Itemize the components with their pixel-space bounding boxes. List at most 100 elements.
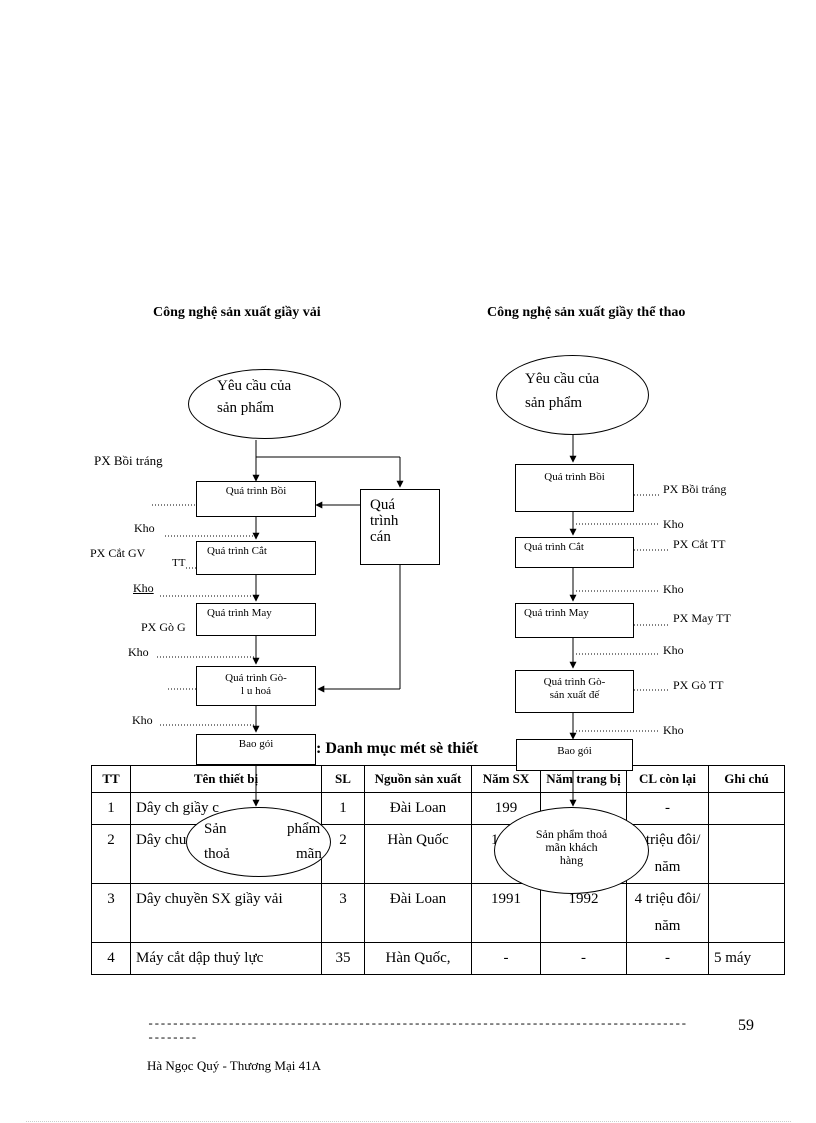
cell: 4 (91, 942, 131, 975)
left-end-word-4: mãn (296, 846, 322, 862)
right-start-line-2: sản phẩm (525, 395, 583, 411)
cell: 1991 (471, 883, 541, 943)
cell: - (626, 792, 709, 825)
cell: 5 máy (708, 942, 785, 975)
right-step-bao-goi-label: Bao gói (557, 745, 592, 757)
right-end-ellipse: Sản phẩm thoả mãn khách hàng (494, 807, 649, 894)
left-step-may: Quá trình May (196, 603, 316, 636)
right-label-kho-3: Kho (663, 643, 684, 657)
right-step-go-line-2: sản xuất đế (549, 689, 600, 701)
cell: 4 triệu đôi/ năm (626, 883, 709, 943)
right-start-ellipse: Yêu cầu của sản phẩm (496, 355, 649, 435)
page-number: 59 (738, 1017, 754, 1034)
right-end-line-2: mãn khách (545, 840, 598, 854)
right-label-px-go-tt: PX Gò TT (673, 678, 724, 692)
left-label-px-go-g: PX Gò G (141, 620, 186, 634)
left-label-kho-3: Kho (128, 645, 149, 659)
cell (708, 792, 785, 825)
left-step-boi: Quá trình Bồi (196, 481, 316, 517)
right-step-go: Quá trình Gò- sản xuất đế (515, 670, 634, 713)
footer-separator-line-1: ----------------------------------------… (147, 1017, 688, 1031)
footer-separator: ----------------------------------------… (147, 1017, 688, 1045)
right-step-may-label: Quá trình May (524, 607, 589, 619)
left-start-ellipse: Yêu cầu của sản phẩm (188, 369, 341, 439)
side-process-line-1: Quá (370, 497, 395, 513)
left-step-cat-label: Quá trình Cắt (207, 545, 267, 557)
header-ten-thiet-bi: Tên thiết bị (130, 765, 322, 793)
left-step-may-label: Quá trình May (207, 607, 272, 619)
right-label-px-cat-tt: PX Cắt TT (673, 537, 726, 551)
right-label-kho-4: Kho (663, 723, 684, 737)
left-step-go: Quá trình Gò- l u hoá (196, 666, 316, 706)
page-bottom-rule (26, 1121, 791, 1122)
cell: 1 (91, 792, 131, 825)
cell: 35 (321, 942, 365, 975)
cell: Đài Loan (364, 792, 472, 825)
table-header-row: TT Tên thiết bị SL Nguồn sản xuất Năm SX… (91, 765, 785, 793)
footer-separator-line-2: -------- (147, 1031, 198, 1045)
right-label-kho-1: Kho (663, 517, 684, 531)
left-step-bao-goi: Bao gói (196, 734, 316, 765)
left-step-bao-goi-label: Bao gói (238, 738, 274, 750)
side-process-line-3: cán (370, 529, 391, 545)
left-label-kho-4: Kho (132, 713, 153, 727)
right-step-go-line-1: Quá trình Gò- (543, 676, 606, 688)
left-label-px-cat-gv: PX Cắt GV (90, 546, 146, 560)
right-label-px-may-tt: PX May TT (673, 611, 731, 625)
cell: Hàn Quốc (364, 824, 472, 884)
right-step-boi-label: Quá trình Bồi (544, 471, 605, 483)
right-end-line-1: Sản phẩm thoả (535, 827, 608, 841)
cell: Dây chuyền SX giầy vải (130, 883, 322, 943)
right-label-kho-2: Kho (663, 582, 684, 596)
cell: - (540, 942, 627, 975)
header-ghi-chu: Ghi chú (708, 765, 785, 793)
left-step-go-line-2: l u hoá (241, 685, 271, 697)
left-flowchart-title: Công nghệ sản xuất giầy vải (153, 305, 321, 320)
right-step-cat-label: Quá trình Cắt (524, 541, 584, 553)
left-step-boi-label: Quá trình Bồi (225, 485, 287, 497)
right-end-line-3: hàng (559, 853, 584, 867)
cell: - (626, 942, 709, 975)
equipment-table: TT Tên thiết bị SL Nguồn sản xuất Năm SX… (91, 765, 785, 975)
left-step-cat: Quá trình Cắt (196, 541, 316, 575)
header-nguon-san-xuat: Nguồn sản xuất (364, 765, 472, 793)
right-step-may: Quá trình May (515, 603, 634, 638)
table-caption: : Danh mục mét sè thiết (316, 740, 479, 758)
right-step-boi: Quá trình Bồi (515, 464, 634, 512)
header-tt: TT (91, 765, 131, 793)
left-start-line-2: sản phẩm (217, 400, 275, 416)
cell: Đài Loan (364, 883, 472, 943)
cell: Máy cắt dập thuỷ lực (130, 942, 322, 975)
header-cl-con-lai: CL còn lại (626, 765, 709, 793)
right-label-px-boi-trang: PX Bồi tráng (663, 482, 727, 496)
cell (708, 883, 785, 943)
left-end-word-3: thoả (204, 846, 230, 862)
left-end-ellipse: Sản phẩm thoả mãn (186, 807, 331, 877)
cell (708, 824, 785, 884)
cell: 1 (321, 792, 365, 825)
header-sl: SL (321, 765, 365, 793)
cell: 2 (91, 824, 131, 884)
left-end-word-2: phẩm (287, 821, 321, 837)
left-label-tt: TT (172, 557, 186, 569)
left-step-go-line-1: Quá trình Gò- (225, 672, 287, 684)
cell: 3 (321, 883, 365, 943)
table-row: 1 Dây ch giầy c 1 Đài Loan 199 - (91, 792, 785, 825)
footer-author: Hà Ngọc Quý - Thương Mại 41A (147, 1058, 321, 1073)
right-step-bao-goi: Bao gói (516, 739, 633, 771)
left-label-kho-1: Kho (134, 521, 155, 535)
table-row: 3 Dây chuyền SX giầy vải 3 Đài Loan 1991… (91, 883, 785, 943)
left-label-kho-2: Kho (133, 581, 154, 595)
side-process-line-2: trình (370, 513, 399, 529)
cell: 3 (91, 883, 131, 943)
cell: - (471, 942, 541, 975)
left-label-px-boi-trang: PX Bồi tráng (94, 453, 163, 468)
left-side-process-can: Quá trình cán (360, 489, 440, 565)
right-start-line-1: Yêu cầu của (525, 371, 600, 387)
table-row: 4 Máy cắt dập thuỷ lực 35 Hàn Quốc, - - … (91, 942, 785, 975)
right-flowchart-title: Công nghệ sản xuất giầy thể thao (487, 305, 686, 320)
right-step-cat: Quá trình Cắt (515, 537, 634, 568)
cell: Hàn Quốc, (364, 942, 472, 975)
left-start-line-1: Yêu cầu của (217, 378, 292, 394)
